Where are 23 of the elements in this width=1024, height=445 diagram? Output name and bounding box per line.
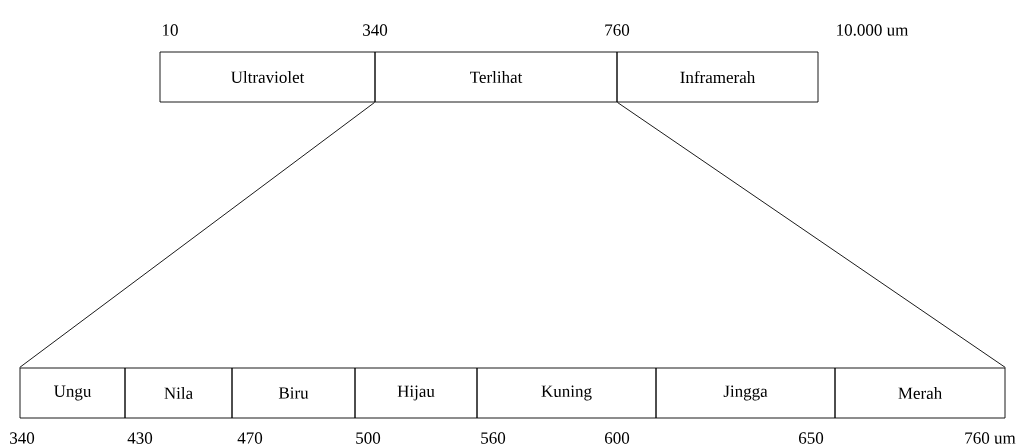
band-box: Inframerah xyxy=(616,51,819,103)
band-box: Nila xyxy=(124,367,233,419)
band-box: Jingga xyxy=(655,367,836,419)
scale-value: 760 xyxy=(605,24,630,36)
scale-value: 430 xyxy=(127,432,153,444)
scale-value: 470 xyxy=(237,432,263,444)
scale-value: 600 xyxy=(605,432,630,444)
scale-value: 650 xyxy=(799,432,824,444)
band-box: Merah xyxy=(834,367,1006,419)
band-box: Kuning xyxy=(476,367,657,419)
scale-value: 10 xyxy=(163,24,178,36)
scale-value: 340 xyxy=(10,432,35,444)
band-box: Biru xyxy=(231,367,356,419)
scale-value: 340 xyxy=(363,24,388,36)
band-box: Ultraviolet xyxy=(159,51,376,103)
expansion-line xyxy=(19,102,375,368)
band-box: Terlihat xyxy=(374,51,618,103)
band-box: Ungu xyxy=(19,367,126,419)
scale-value: 10.000 um xyxy=(837,24,909,36)
scale-value: 500 xyxy=(356,432,381,444)
band-box: Hijau xyxy=(354,367,478,419)
expansion-line xyxy=(617,102,1006,368)
scale-value: 560 xyxy=(481,432,506,444)
